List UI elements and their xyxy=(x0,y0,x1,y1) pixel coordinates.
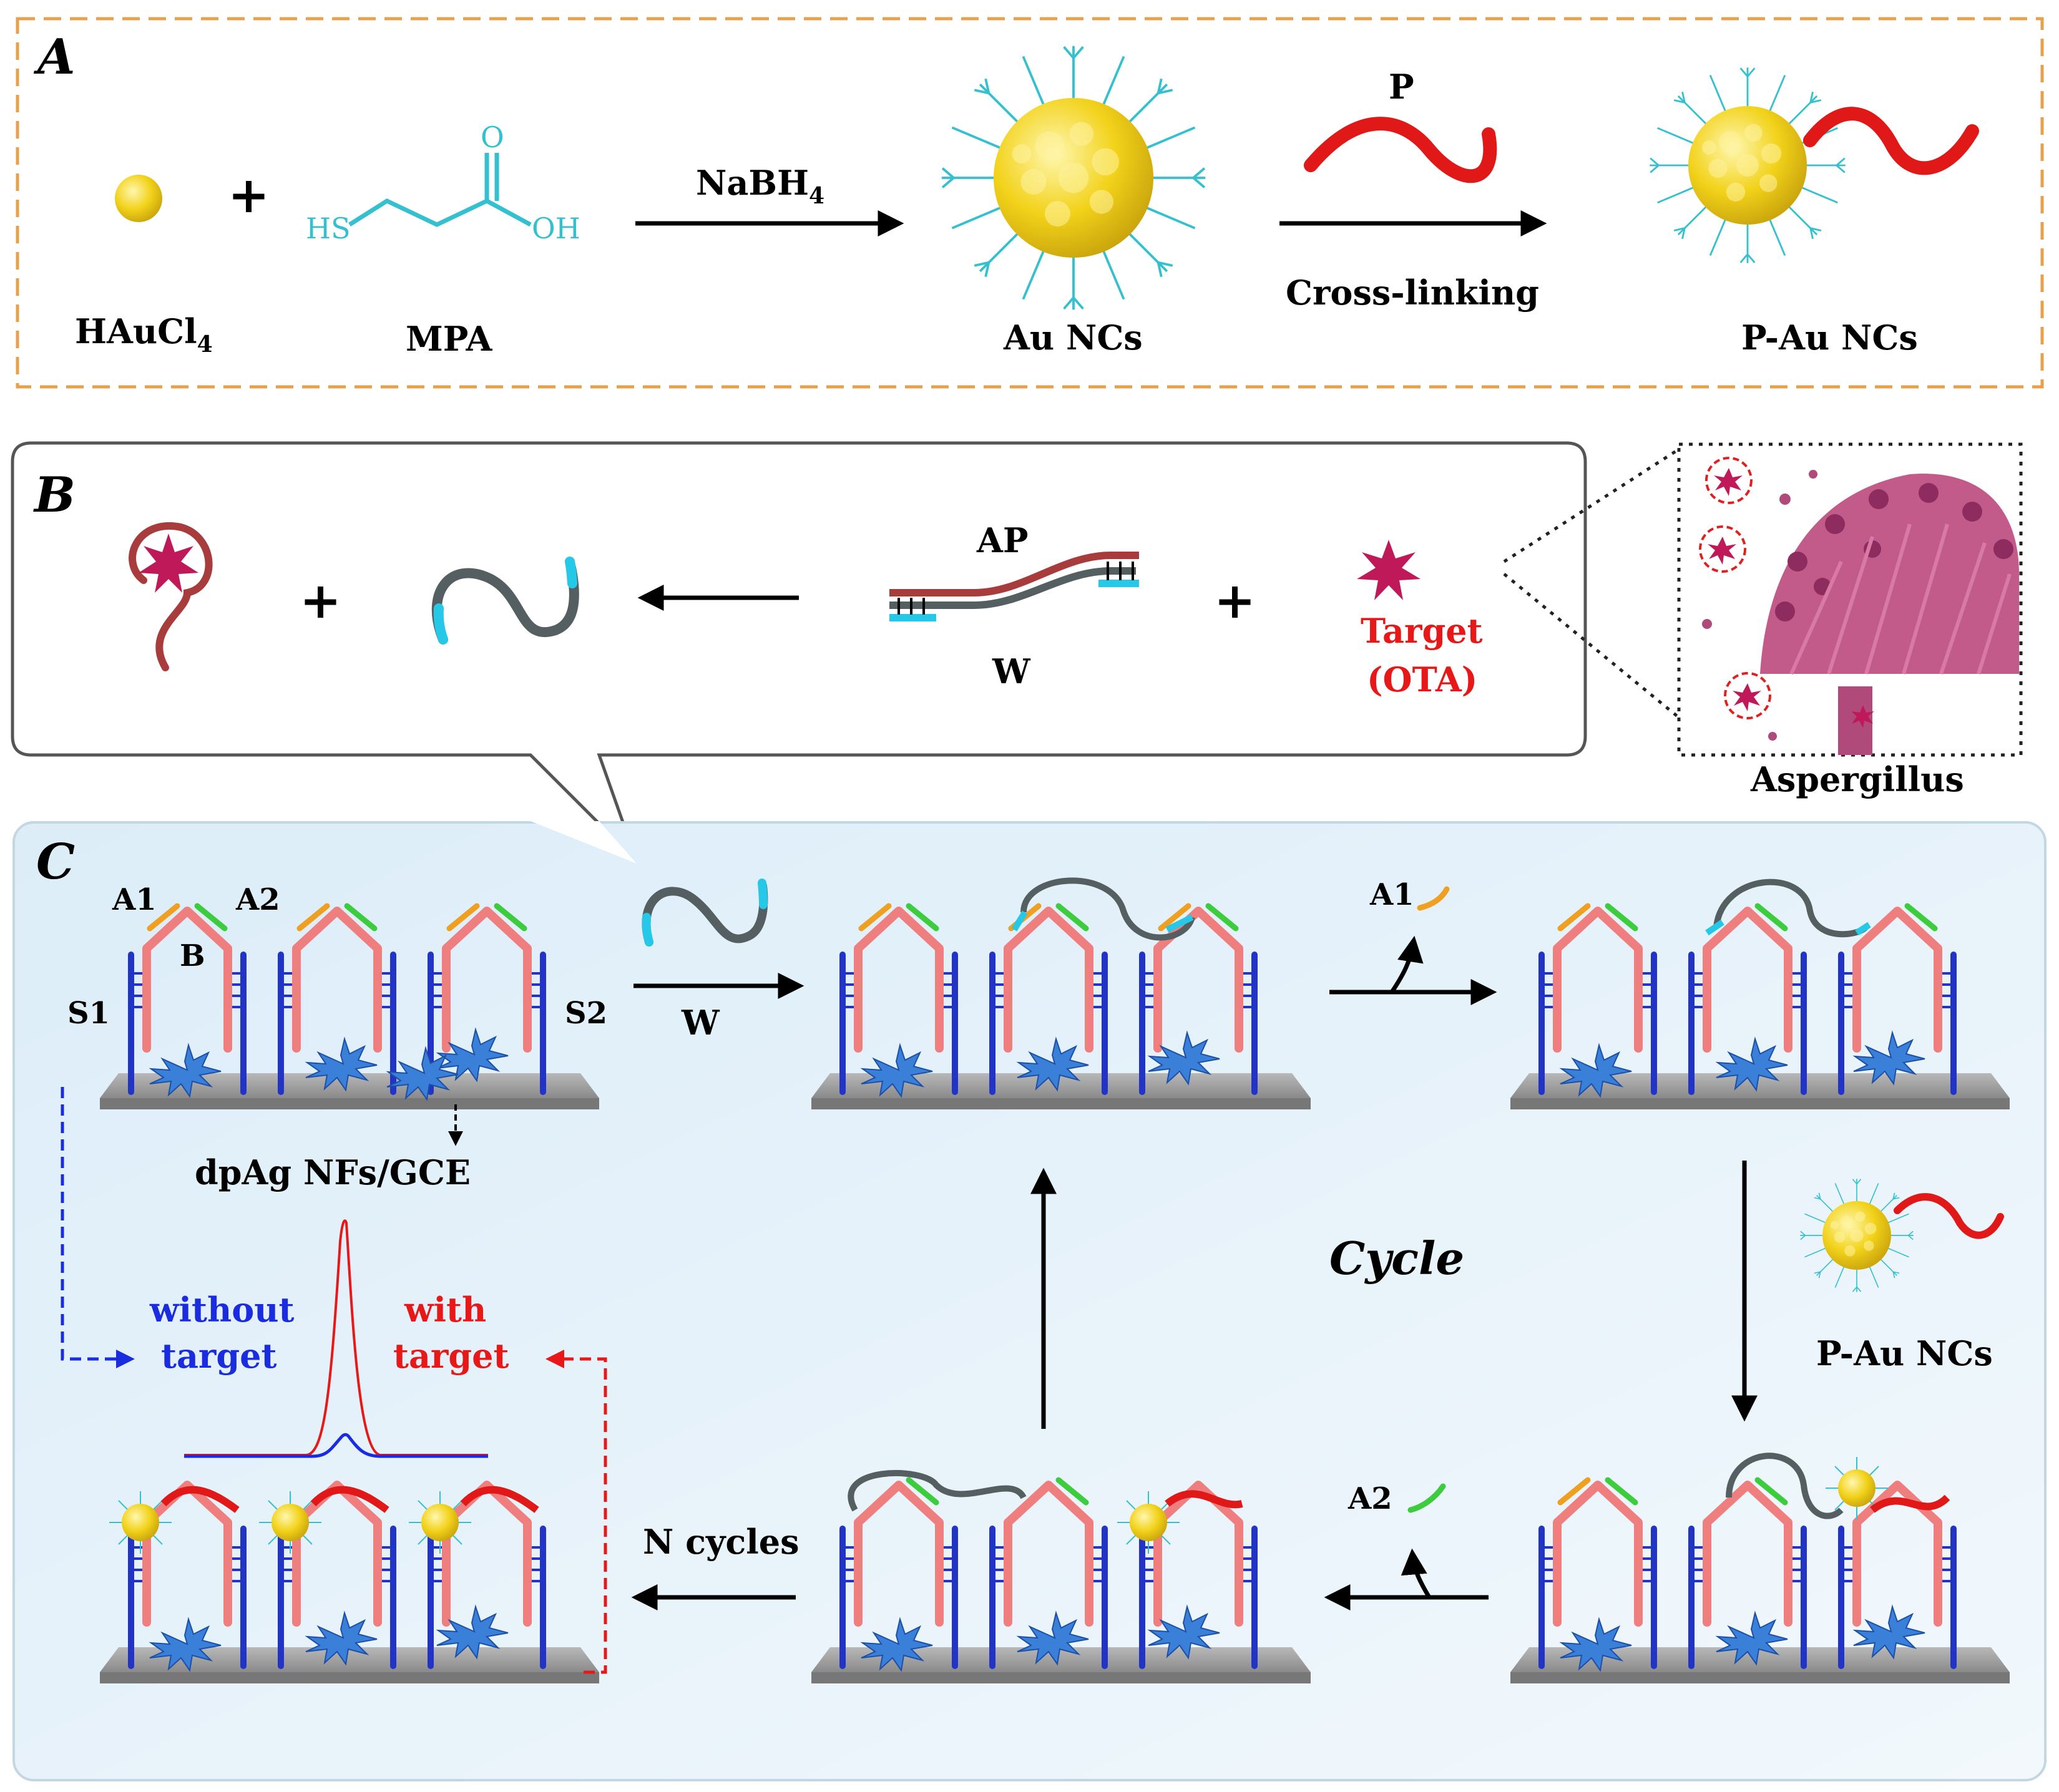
cross-linking-label: Cross-linking xyxy=(1286,273,1539,313)
released-a2-label: A2 xyxy=(1347,1481,1392,1516)
target-label-line2: (OTA) xyxy=(1367,660,1477,699)
walker-w-panel-c-icon xyxy=(642,879,768,947)
with-target-link xyxy=(545,1350,607,1674)
scaffold-group-5 xyxy=(843,1469,1254,1671)
without-target-peak-curve xyxy=(184,1433,488,1458)
b-label: B xyxy=(180,938,205,973)
with-target-peak-curve xyxy=(184,1219,488,1456)
released-a1-label: A1 xyxy=(1369,877,1414,912)
panel-a-border xyxy=(16,17,2044,389)
aspergillus-label: Aspergillus xyxy=(1750,759,1964,799)
ota-target-icon xyxy=(1357,540,1421,600)
a2-label: A2 xyxy=(235,882,280,917)
nabh4-label: NaBH4 xyxy=(696,163,824,209)
released-a2-strand-icon xyxy=(1407,1483,1446,1513)
mpa-hs-label: HS xyxy=(306,212,351,245)
electrode-3 xyxy=(1510,1073,2010,1109)
s1-label: S1 xyxy=(67,996,110,1031)
mpa-structure: HS O OH xyxy=(306,120,580,245)
ap-w-duplex-icon xyxy=(889,552,1139,621)
without-target-label-line1: without xyxy=(149,1290,294,1330)
panel-b-letter: B xyxy=(33,467,76,523)
mpa-label: MPA xyxy=(406,319,492,359)
cycle-label: Cycle xyxy=(1329,1232,1464,1285)
n-cycles-label: N cycles xyxy=(643,1522,800,1562)
panel-b: B + AP W + Target (OT xyxy=(11,441,2023,862)
p-au-nc-icon xyxy=(1648,66,1847,265)
scaffold-group-6 xyxy=(109,1485,543,1671)
gold-precursor-icon xyxy=(115,175,162,222)
panel-c-letter: C xyxy=(36,834,75,890)
scaffold-group-2 xyxy=(843,877,1254,1097)
electrode-1 xyxy=(100,1073,599,1109)
ap-label: AP xyxy=(976,520,1029,560)
panel-a: A + HAuCl4 HS O OH MPA NaBH4 Au NCs P Cr… xyxy=(16,17,2044,389)
panel-b-callout xyxy=(11,441,1587,862)
panel-b-plus-1: + xyxy=(300,571,341,630)
au-nc-label: Au NCs xyxy=(1003,318,1143,358)
with-target-label-line1: with xyxy=(404,1290,486,1330)
released-a1-strand-icon xyxy=(1417,886,1450,911)
p-au-nc-panel-c-icon xyxy=(1799,1178,1914,1293)
panel-a-plus: + xyxy=(228,165,270,224)
scaffold-group-3 xyxy=(1542,879,1954,1097)
probe-p-label: P xyxy=(1389,67,1414,107)
panel-c: C xyxy=(12,821,2047,1781)
electrode-label: dpAg NFs/GCE xyxy=(195,1152,471,1192)
without-target-link xyxy=(61,1087,135,1368)
a1-label: A1 xyxy=(112,882,157,917)
panel-a-letter: A xyxy=(33,29,76,85)
panel-c-background xyxy=(12,821,2047,1781)
scaffolds xyxy=(109,877,1954,1671)
aspergillus-callout-lines xyxy=(1503,442,2023,757)
target-label-line1: Target xyxy=(1361,611,1483,651)
mpa-oh-label: OH xyxy=(532,212,580,245)
scaffold-group-4 xyxy=(1542,1453,1954,1671)
aspergillus-icon xyxy=(1699,457,2019,755)
aptamer-target-complex-icon xyxy=(129,522,213,671)
electrode-4 xyxy=(1510,1647,2010,1683)
mpa-o-label: O xyxy=(481,120,504,154)
probe-strand-icon xyxy=(1304,117,1497,183)
w-label: W xyxy=(992,651,1031,691)
walker-w-icon xyxy=(431,557,579,645)
without-target-label-line2: target xyxy=(161,1336,276,1376)
s2-label: S2 xyxy=(565,996,607,1031)
p-au-nc-panel-c-label: P-Au NCs xyxy=(1816,1333,1993,1373)
p-au-nc-label: P-Au NCs xyxy=(1741,318,1918,358)
au-nc-icon xyxy=(940,44,1207,311)
panel-b-plus-2: + xyxy=(1214,571,1256,630)
p-au-nc-probe-icon xyxy=(1803,107,1979,175)
w-step-label: W xyxy=(681,1003,720,1043)
with-target-label-line2: target xyxy=(393,1336,509,1376)
haucl4-label: HAuCl4 xyxy=(75,311,213,358)
